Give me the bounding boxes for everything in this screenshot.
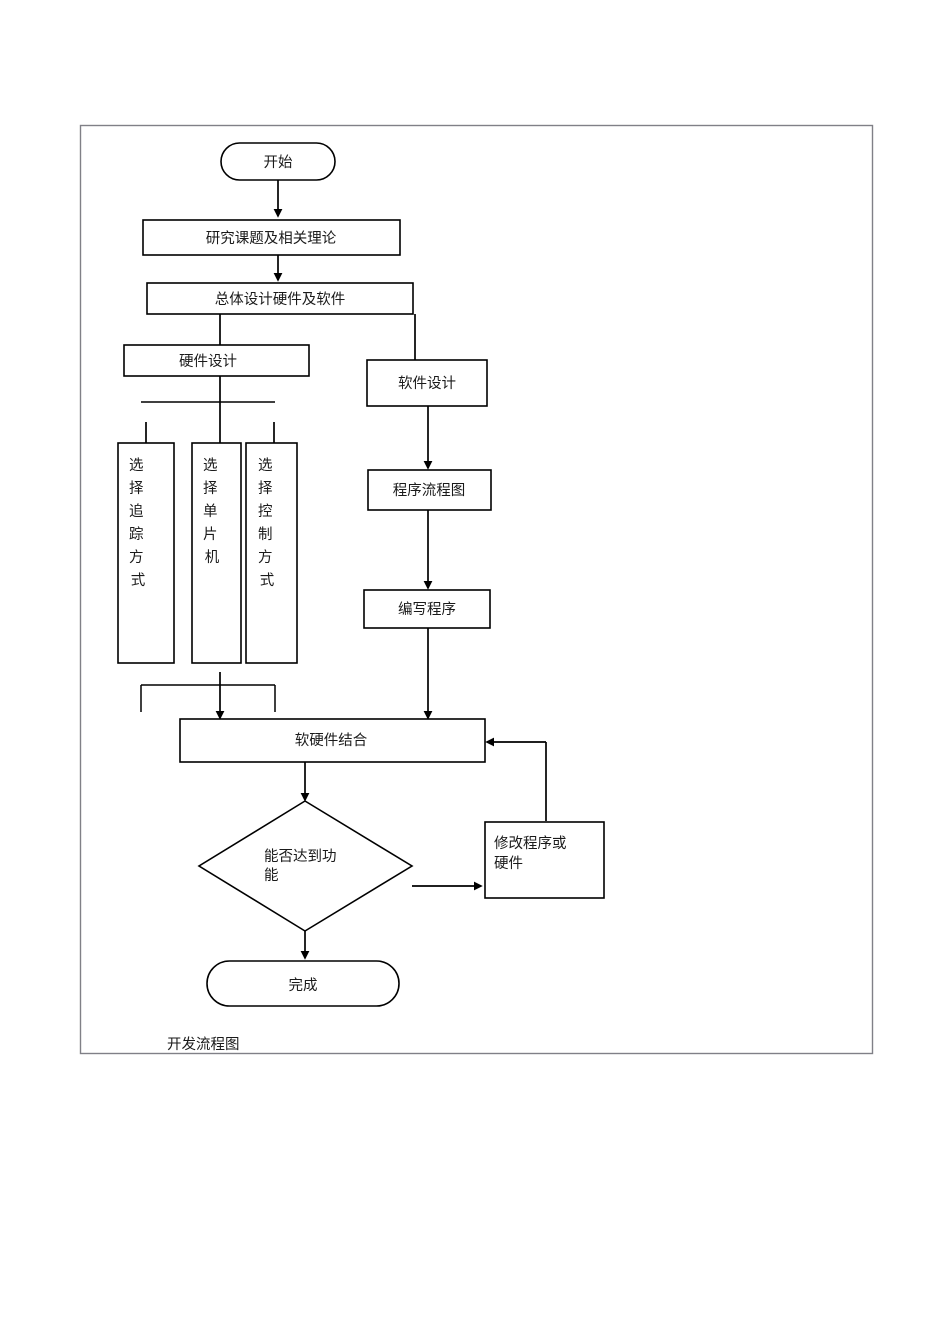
node-decision[interactable]: 能否达到功 能 [197, 800, 414, 932]
node-track-mode[interactable]: 选 择 追 踪 方 式 [117, 442, 175, 664]
node-overall-design[interactable]: 总体设计硬件及软件 [146, 282, 414, 315]
node-program-flowchart-label: 程序流程图 [393, 482, 466, 499]
node-track-mode-label: 选 择 追 踪 方 式 [129, 457, 147, 589]
node-modify-label: 修改程序或 硬件 [494, 835, 570, 872]
node-combine-label: 软硬件结合 [295, 732, 368, 749]
node-research[interactable]: 研究课题及相关理论 [142, 219, 401, 256]
node-mcu[interactable]: 选 择 单 片 机 [191, 442, 242, 664]
node-software-design-label: 软件设计 [398, 375, 456, 392]
node-start[interactable]: 开始 [220, 142, 336, 181]
node-combine[interactable]: 软硬件结合 [179, 718, 486, 763]
node-software-design[interactable]: 软件设计 [366, 359, 488, 407]
node-overall-design-label: 总体设计硬件及软件 [215, 291, 346, 308]
node-control-mode-label: 选 择 控 制 方 式 [258, 457, 276, 589]
node-write-program[interactable]: 编写程序 [363, 589, 491, 629]
node-mcu-label: 选 择 单 片 机 [203, 457, 221, 566]
node-start-label: 开始 [264, 154, 293, 171]
node-hardware-design[interactable]: 硬件设计 [123, 344, 310, 377]
node-control-mode[interactable]: 选 择 控 制 方 式 [245, 442, 298, 664]
node-program-flowchart[interactable]: 程序流程图 [367, 469, 492, 511]
node-finish[interactable]: 完成 [206, 960, 400, 1007]
node-finish-label: 完成 [289, 977, 318, 994]
node-research-label: 研究课题及相关理论 [206, 230, 337, 247]
node-write-program-label: 编写程序 [398, 601, 456, 618]
node-decision-label: 能否达到功 能 [264, 848, 340, 884]
diagram-caption: 开发流程图 [167, 1036, 240, 1053]
node-modify[interactable]: 修改程序或 硬件 [484, 821, 605, 899]
node-hardware-design-label: 硬件设计 [179, 353, 237, 370]
